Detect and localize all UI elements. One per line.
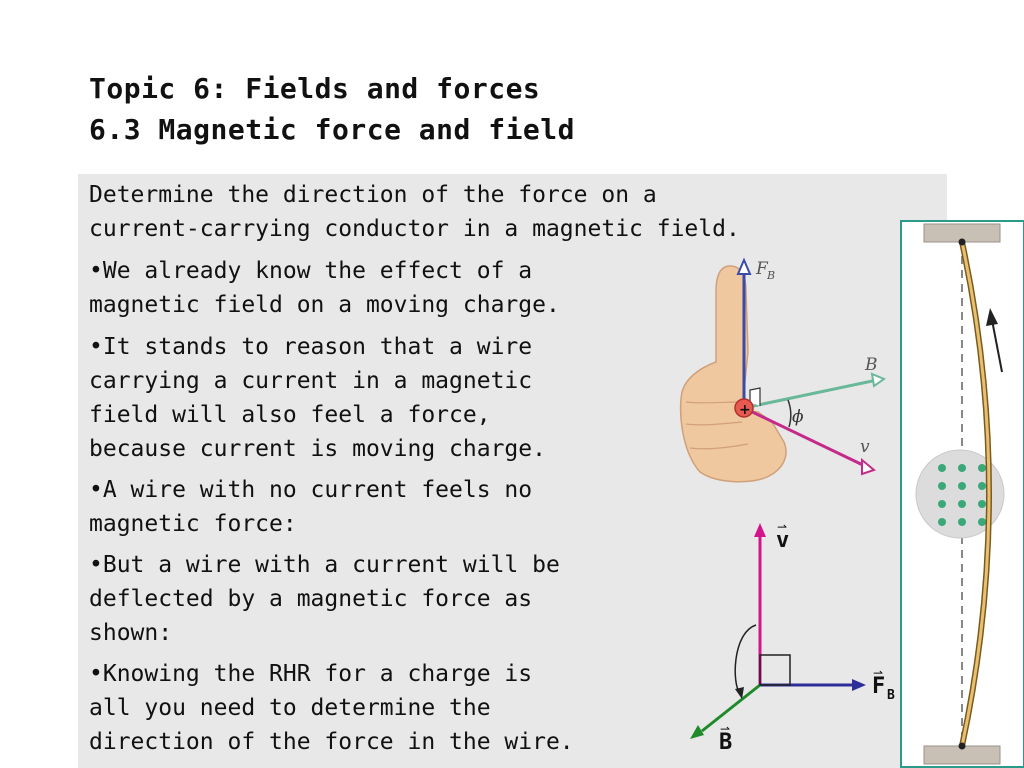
curl-arrowhead <box>735 687 744 699</box>
bullet-4: •But a wire with a current will be defle… <box>89 552 560 646</box>
content-panel <box>78 174 947 768</box>
hand-label-phi: ϕ <box>792 407 804 427</box>
axis-label-b: B <box>719 730 732 755</box>
axis-label-fb-arrow: ⇀ <box>873 666 883 680</box>
bottom-wire-endpoint <box>958 742 966 750</box>
axis-label-v-arrow: ⇀ <box>777 520 787 534</box>
wire-deflection-figure <box>900 220 1024 768</box>
velocity-vector-arrow <box>743 406 877 476</box>
hand-label-v: v <box>860 437 870 457</box>
field-vector-arrow <box>743 372 887 410</box>
deflected-wire <box>960 241 991 747</box>
right-hand-rule-figure: F B B v ϕ + <box>679 257 887 483</box>
bullet-5: •Knowing the RHR for a charge is all you… <box>89 661 574 755</box>
force-vector-arrow <box>736 257 752 408</box>
angle-arc <box>787 399 792 428</box>
field-axis-arrow <box>690 683 761 739</box>
hand-label-b: B <box>864 355 878 375</box>
hand-label-fb: F <box>755 259 769 279</box>
current-direction-arrow <box>991 319 1003 373</box>
right-angle-box <box>759 654 791 686</box>
bullet-1: •We already know the effect of a magneti… <box>89 258 560 318</box>
field-dot-icons <box>938 464 986 526</box>
slide-title: Topic 6: Fields and forces <box>89 72 541 105</box>
axis-label-fb-sub: B <box>887 688 895 703</box>
slide-subtitle: 6.3 Magnetic force and field <box>89 113 576 146</box>
right-angle-marker <box>749 387 761 406</box>
current-arrowhead-icon <box>986 308 998 326</box>
axes-diagram: v ⇀ F B ⇀ B ⇀ <box>690 520 895 755</box>
bullet-3: •A wire with no current feels no magneti… <box>89 477 533 537</box>
intro-text: Determine the direction of the force on … <box>89 182 740 242</box>
hand-label-fb-sub: B <box>766 269 775 282</box>
curl-arrow <box>734 624 757 694</box>
bullet-2: •It stands to reason that a wire carryin… <box>89 334 546 462</box>
charge-label: + <box>739 402 751 418</box>
axis-label-b-arrow: ⇀ <box>720 722 730 736</box>
hand-icon <box>679 265 787 483</box>
axis-label-fb: F <box>872 674 885 699</box>
axis-label-v: v <box>776 528 789 553</box>
positive-charge-icon <box>734 398 754 418</box>
top-wire-endpoint <box>958 238 966 246</box>
